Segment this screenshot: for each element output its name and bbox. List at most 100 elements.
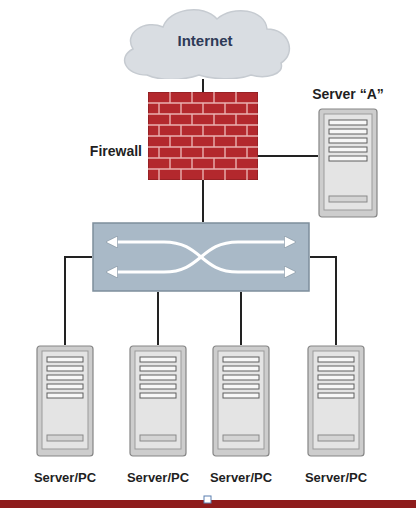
server-shape xyxy=(212,345,270,457)
mortar-line xyxy=(224,147,225,158)
drive-bay xyxy=(47,357,83,362)
mortar-line xyxy=(158,147,159,158)
mortar-line xyxy=(169,92,170,103)
drive-bay xyxy=(140,366,176,371)
server-shape xyxy=(307,345,365,457)
mortar-line xyxy=(158,169,159,180)
drive-bay xyxy=(318,357,354,362)
mortar-line xyxy=(191,92,192,103)
drive-bay xyxy=(223,393,259,398)
scroll-handle xyxy=(204,496,211,503)
mortar-line xyxy=(148,135,258,136)
server-case xyxy=(37,346,93,456)
network-cable xyxy=(202,79,204,92)
network-cable xyxy=(240,292,242,345)
mortar-line xyxy=(235,136,236,147)
server-base xyxy=(318,435,354,441)
server-front xyxy=(135,351,181,449)
drive-bay xyxy=(329,129,367,134)
network-cable xyxy=(202,180,204,222)
mortar-line xyxy=(180,103,181,114)
device-label: Firewall xyxy=(90,143,142,159)
drive-bay xyxy=(140,384,176,389)
mortar-line xyxy=(148,157,258,158)
mortar-line xyxy=(148,113,258,114)
drive-bay xyxy=(47,393,83,398)
mortar-line xyxy=(158,125,159,136)
mortar-line xyxy=(180,169,181,180)
server-node: Server/PC xyxy=(36,345,94,457)
mortar-line xyxy=(169,114,170,125)
drive-bay xyxy=(318,375,354,380)
drive-bay xyxy=(47,375,83,380)
drive-bay xyxy=(140,357,176,362)
drive-bay xyxy=(329,120,367,125)
device-label: Server/PC xyxy=(6,470,124,486)
server-case xyxy=(308,346,364,456)
server-front xyxy=(313,351,359,449)
drive-bay xyxy=(140,393,176,398)
mortar-line xyxy=(224,169,225,180)
drive-bay xyxy=(223,357,259,362)
drive-bay xyxy=(318,366,354,371)
network-cable xyxy=(157,292,159,345)
mortar-line xyxy=(246,103,247,114)
mortar-line xyxy=(169,136,170,147)
mortar-line xyxy=(202,169,203,180)
server-node: Server “A” xyxy=(318,108,378,218)
drive-bay xyxy=(47,384,83,389)
drive-bay xyxy=(329,147,367,152)
mortar-line xyxy=(191,158,192,169)
drive-bay xyxy=(140,375,176,380)
switch-body xyxy=(93,223,309,291)
mortar-line xyxy=(224,103,225,114)
mortar-line xyxy=(169,158,170,169)
device-label: Server “A” xyxy=(288,86,408,102)
server-base xyxy=(47,435,83,441)
mortar-line xyxy=(213,136,214,147)
mortar-line xyxy=(235,92,236,103)
server-base xyxy=(223,435,259,441)
mortar-line xyxy=(246,147,247,158)
mortar-line xyxy=(224,125,225,136)
server-front xyxy=(218,351,264,449)
mortar-line xyxy=(213,158,214,169)
mortar-line xyxy=(235,114,236,125)
mortar-line xyxy=(213,114,214,125)
device-label: Server/PC xyxy=(277,470,395,486)
device-label: Server/PC xyxy=(99,470,217,486)
mortar-line xyxy=(191,114,192,125)
drive-bay xyxy=(329,156,367,161)
mortar-line xyxy=(235,158,236,169)
drive-bay xyxy=(223,384,259,389)
server-base xyxy=(140,435,176,441)
mortar-line xyxy=(158,103,159,114)
brick-shape xyxy=(148,92,258,180)
mortar-line xyxy=(202,125,203,136)
server-case xyxy=(130,346,186,456)
mortar-line xyxy=(202,147,203,158)
server-shape xyxy=(36,345,94,457)
drive-bay xyxy=(223,375,259,380)
server-front xyxy=(42,351,88,449)
mortar-line xyxy=(191,136,192,147)
firewall-wall xyxy=(148,92,258,180)
drive-bay xyxy=(329,138,367,143)
mortar-line xyxy=(202,103,203,114)
server-shape xyxy=(318,108,378,218)
server-node: Server/PC xyxy=(129,345,187,457)
mortar-line xyxy=(246,125,247,136)
cloud-node: Internet xyxy=(115,3,295,79)
mortar-line xyxy=(180,147,181,158)
network-cable xyxy=(65,257,92,345)
network-label: Internet xyxy=(115,33,295,49)
brick-node: Firewall xyxy=(148,92,258,180)
server-case xyxy=(319,109,377,217)
server-node: Server/PC xyxy=(307,345,365,457)
switch-node xyxy=(92,222,310,292)
mortar-line xyxy=(180,125,181,136)
drive-bay xyxy=(47,366,83,371)
mortar-line xyxy=(246,169,247,180)
network-cable xyxy=(258,155,318,157)
